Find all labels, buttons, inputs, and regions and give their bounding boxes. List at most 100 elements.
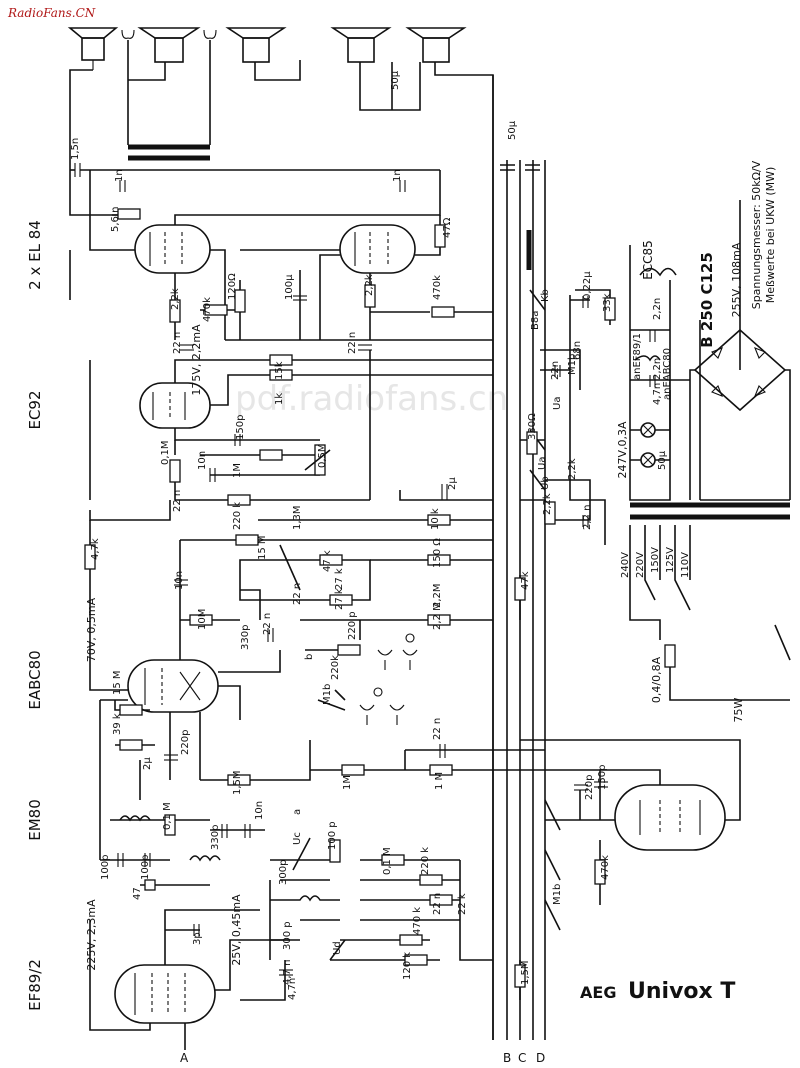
tube-label-oscillator: ECC85 <box>641 240 655 280</box>
switch-label-3: M1b <box>567 354 578 375</box>
component-value-70: 470k <box>600 855 611 880</box>
component-value-37: 330p <box>240 625 251 650</box>
component-value-78: 2,2k <box>567 458 578 480</box>
component-value-48: 1 M <box>434 772 445 790</box>
switch-label-7: Uc <box>292 832 303 845</box>
component-value-83: 4,7n <box>652 383 663 405</box>
output-transformer <box>80 144 440 171</box>
tap-220v: 220V <box>635 552 646 578</box>
component-value-26: 15 M <box>257 535 268 560</box>
bus-label-d: D <box>536 1051 545 1065</box>
component-value-30: 27 k <box>334 588 345 610</box>
component-value-76: 68n <box>572 341 583 360</box>
component-value-39: 220k <box>330 655 341 680</box>
component-value-44: 2μ <box>142 757 153 770</box>
tube-label-preamp: EC92 <box>26 390 44 429</box>
site-label: RadioFans.CN <box>7 6 96 20</box>
component-value-53: 100p <box>140 855 151 880</box>
bus-label-c: C <box>518 1051 526 1065</box>
component-value-66: 120 k <box>402 952 413 980</box>
switch-label-6: M1b <box>322 684 333 705</box>
component-value-25: 1,3M <box>292 505 303 530</box>
component-value-64: 4,7 n <box>282 960 293 985</box>
component-value-0: 1,5n <box>70 138 81 160</box>
component-value-22: 4,7k <box>90 538 101 560</box>
component-value-8: 100μ <box>284 274 295 300</box>
switch-label-0: Kb <box>540 289 551 302</box>
component-value-19: 0,5M <box>317 443 328 468</box>
switch-label-12: anEF89/1 <box>632 333 643 380</box>
component-value-21: 22 n <box>172 490 183 512</box>
component-value-79: 2,2k <box>542 493 553 515</box>
tube-label-rectifier: B 250 C125 <box>698 252 716 348</box>
component-value-36: 47k <box>520 571 531 590</box>
component-value-74: 33k <box>602 293 613 312</box>
tap-240v: 240V <box>620 552 631 578</box>
watermark: pdf.radiofans.cn <box>235 379 508 419</box>
component-value-14: 1k <box>274 393 285 405</box>
component-value-80: 2,2 n <box>582 505 593 530</box>
component-value-59: 3p <box>192 932 203 945</box>
component-value-60: 300 p <box>282 921 293 950</box>
voltage-eabc80: 70V, 0,5mA <box>85 597 98 662</box>
component-value-12: 22 n <box>347 332 358 354</box>
component-value-27: 47 k <box>322 550 333 572</box>
component-value-52: 100p <box>100 855 111 880</box>
bridge-rectifier <box>689 328 791 500</box>
component-value-2: 1n <box>392 169 403 182</box>
bus-label-a: A <box>180 1051 189 1065</box>
voltage-ef89b: 25V, 0,45mA <box>230 894 243 966</box>
speaker-row <box>67 27 467 70</box>
component-value-49: 0,1 M <box>162 802 173 830</box>
component-value-40: 2,2 M <box>432 602 443 630</box>
component-value-75: 22n <box>550 361 561 380</box>
component-value-84: 50μ <box>657 450 668 470</box>
component-value-4: 47Ω <box>442 217 453 238</box>
bus-letters: A B C D <box>180 1051 545 1065</box>
tap-150v: 150V <box>650 547 661 573</box>
switch-label-8: a <box>292 809 303 815</box>
fuse-rating: 0,4/0,8A <box>650 656 663 703</box>
component-value-46: 1M <box>342 775 353 790</box>
component-value-3: 5,6 n <box>110 207 121 232</box>
component-value-24: 10 k <box>430 508 441 530</box>
component-value-82: 2,2n <box>652 358 663 380</box>
tube-label-indicator: EM80 <box>26 799 44 841</box>
tube-label-group: 2 x EL 84 EC92 EABC80 EM80 EF89/2 ECC85 … <box>26 220 716 1011</box>
voltage-heater: 247V,0,3A <box>616 421 629 479</box>
speaker-1 <box>67 27 119 70</box>
component-value-16: 10n <box>197 451 208 470</box>
component-value-45: 1,5M <box>232 770 243 795</box>
component-value-68: 220p <box>584 775 595 800</box>
component-value-15: 150p <box>235 415 246 440</box>
component-value-35: 2,2M <box>432 583 443 608</box>
switch-label-5: b <box>304 654 315 660</box>
title-maker: AEG <box>580 983 616 1002</box>
title-block: AEG Univox T <box>580 979 735 1004</box>
component-value-50: 10n <box>254 801 265 820</box>
component-value-18: 1M <box>232 463 243 478</box>
component-value-71: 50μ <box>390 70 401 90</box>
tap-110v: 110V <box>680 552 691 578</box>
component-value-47: 22 n <box>432 718 443 740</box>
component-value-81: 2,2n <box>652 298 663 320</box>
ec92-wiring <box>89 350 493 506</box>
component-value-54: 300p <box>278 860 289 885</box>
speaker-4 <box>330 27 392 63</box>
switch-label-1: B8a <box>530 311 541 330</box>
speaker-terminal-2 <box>203 29 217 39</box>
speaker-terminal-1 <box>121 29 135 39</box>
component-value-6: 470k <box>202 297 213 322</box>
speaker-3 <box>225 27 287 63</box>
component-value-73: 0,22μ <box>582 271 593 300</box>
component-value-77: 330Ω <box>527 413 538 440</box>
component-value-51: 330p <box>210 825 221 850</box>
component-value-38: 220 p <box>347 611 358 640</box>
component-value-33: 10M <box>197 609 208 630</box>
component-value-5: 2,2k <box>170 288 181 310</box>
component-value-72: 50μ <box>507 120 518 140</box>
title-model: Univox T <box>628 979 735 1004</box>
component-value-9: 2,2k <box>364 274 375 296</box>
